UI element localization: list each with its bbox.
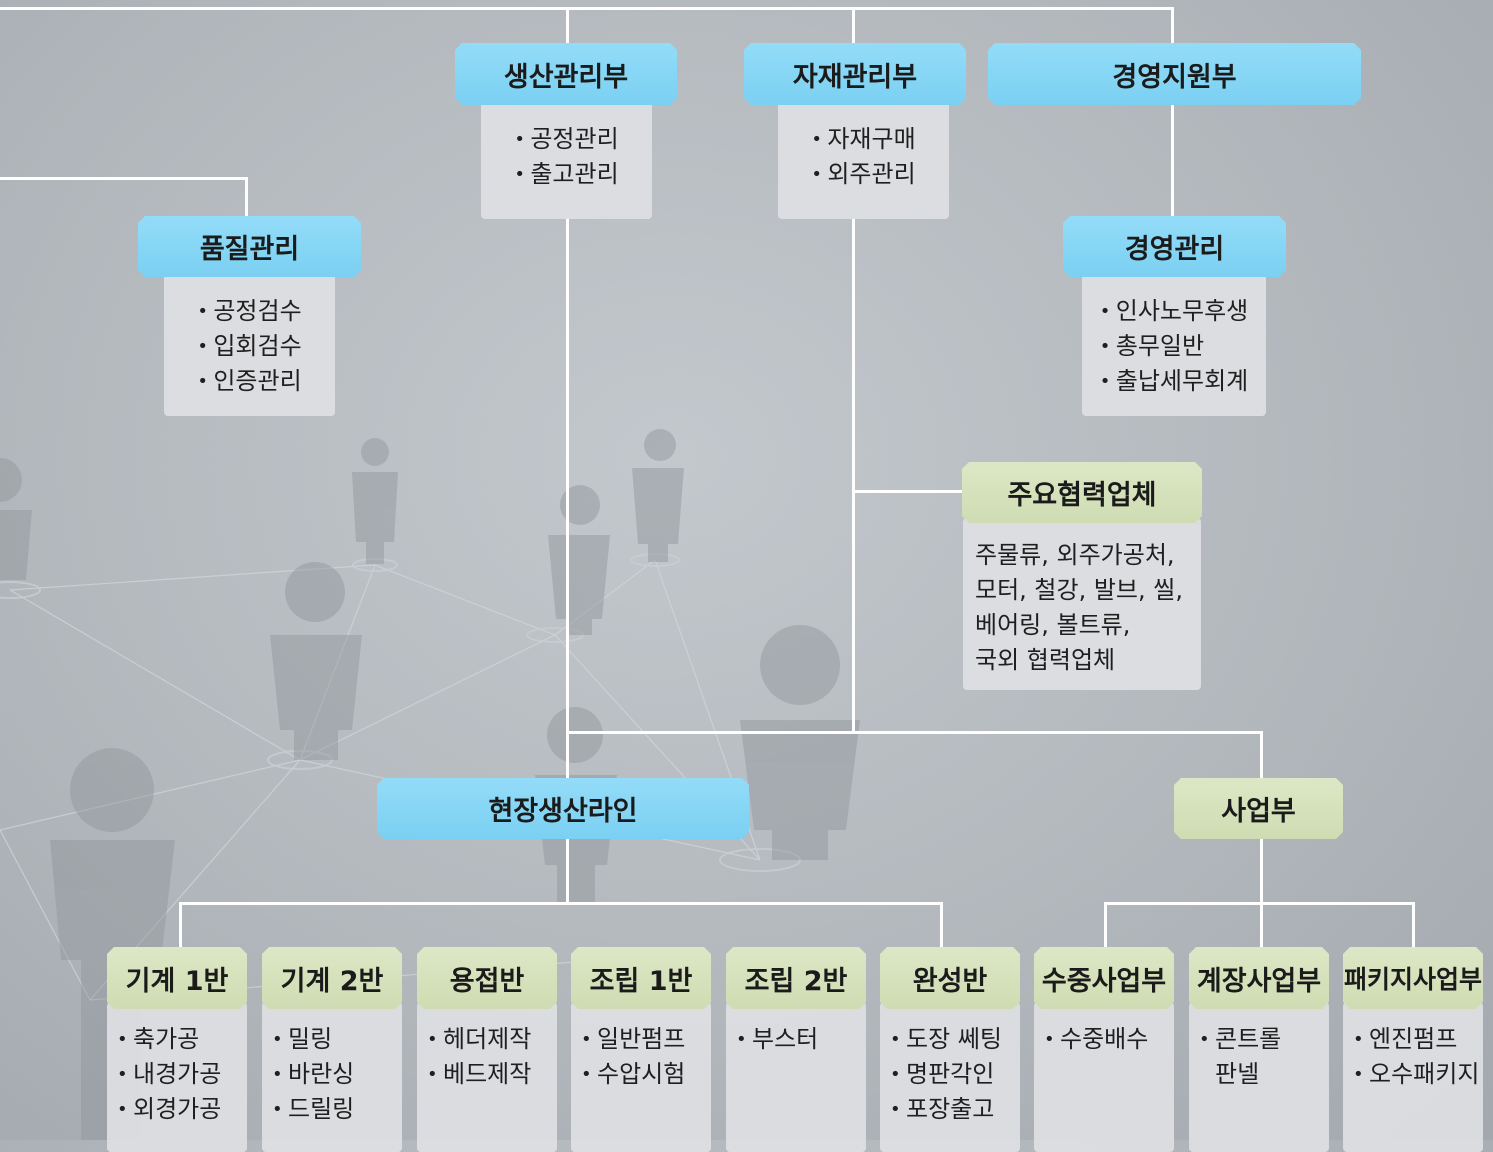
support-dept-title: 경영지원부 [1112, 61, 1237, 93]
team-finishing-panel: •도장 쎄팅 •명판각인 •포장출고 [880, 1002, 1020, 1152]
team-machine-1-list: •축가공 •내경가공 •외경가공 [117, 1022, 247, 1127]
list-item: •수압시험 [581, 1060, 686, 1088]
management-dept-list: •인사노무후생 •총무일반 •출납세무회계 [1100, 294, 1248, 399]
management-dept-box: 경영관리 [1063, 216, 1286, 277]
materials-dept-title: 자재관리부 [792, 61, 918, 93]
production-dept-list: •공정관리 •출고관리 [514, 122, 618, 192]
team-assembly-2-panel: •부스터 [726, 1002, 866, 1152]
team-assembly-1-list: •일반펌프 •수압시험 [581, 1022, 711, 1092]
list-item: •부스터 [736, 1025, 819, 1053]
management-dept-title: 경영관리 [1124, 234, 1225, 265]
production-dept-box: 생산관리부 [455, 43, 677, 105]
team-assembly-1-box: 조립 1반 [571, 947, 711, 1009]
team-package-business-panel: •엔진펌프 •오수패키지 [1343, 1002, 1483, 1152]
list-item: •명판각인 [890, 1060, 995, 1088]
team-machine-2-list: •밀링 •바란싱 •드릴링 [272, 1022, 402, 1127]
team-assembly-2-box: 조립 2반 [726, 947, 866, 1009]
team-finishing-title: 완성반 [912, 965, 988, 997]
list-item: •바란싱 [272, 1060, 355, 1088]
team-instrumentation-business-list: •콘트롤 •판넬 [1199, 1022, 1329, 1092]
list-item: •공정관리 [514, 125, 619, 153]
team-machine-2-box: 기계 2반 [262, 947, 402, 1009]
list-item: •인사노무후생 [1099, 297, 1249, 325]
list-item: •축가공 [117, 1025, 200, 1053]
quality-dept-title: 품질관리 [199, 234, 300, 265]
team-welding-panel: •헤더제작 •베드제작 [417, 1002, 557, 1152]
team-instrumentation-business-title: 계장사업부 [1196, 965, 1322, 997]
list-item: •밀링 [272, 1025, 333, 1053]
list-item: •베드제작 [427, 1060, 532, 1088]
team-machine-1-panel: •축가공 •내경가공 •외경가공 [107, 1002, 247, 1152]
team-submersible-business-list: •수중배수 [1044, 1022, 1174, 1057]
management-dept-panel: •인사노무후생 •총무일반 •출납세무회계 [1082, 272, 1266, 416]
business-box: 사업부 [1174, 778, 1343, 839]
quality-dept-list: •공정검수 •입회검수 •인증관리 [197, 294, 301, 399]
list-item: •공정검수 [197, 297, 302, 325]
list-item: •외경가공 [117, 1095, 222, 1123]
partners-box: 주요협력업체 [962, 462, 1202, 523]
team-assembly-2-title: 조립 2반 [744, 965, 848, 997]
support-dept-box: 경영지원부 [988, 43, 1361, 105]
list-item: •내경가공 [117, 1060, 222, 1088]
team-package-business-list: •엔진펌프 •오수패키지 [1353, 1022, 1483, 1092]
field-line-title: 현장생산라인 [488, 796, 638, 827]
team-welding-list: •헤더제작 •베드제작 [427, 1022, 557, 1092]
partners-line: 주물류, 외주가공처, [975, 541, 1175, 569]
list-item: •판넬 [1215, 1060, 1260, 1088]
partners-line: 베어링, 볼트류, [975, 611, 1131, 639]
team-submersible-business-box: 수중사업부 [1034, 947, 1174, 1009]
team-assembly-1-title: 조립 1반 [589, 965, 693, 997]
team-machine-1-box: 기계 1반 [107, 947, 247, 1009]
team-instrumentation-business-box: 계장사업부 [1189, 947, 1329, 1009]
list-item: •콘트롤 [1199, 1025, 1282, 1053]
production-dept-title: 생산관리부 [503, 61, 629, 93]
list-item: •출납세무회계 [1099, 367, 1249, 395]
list-item: •총무일반 [1099, 332, 1205, 360]
team-finishing-box: 완성반 [880, 947, 1020, 1009]
list-item: •엔진펌프 [1353, 1025, 1458, 1053]
team-welding-box: 용접반 [417, 947, 557, 1009]
list-item: •드릴링 [272, 1095, 355, 1123]
list-item: •인증관리 [197, 367, 302, 395]
partners-title: 주요협력업체 [1007, 480, 1157, 511]
list-item: •오수패키지 [1353, 1060, 1480, 1088]
partners-panel: 주물류, 외주가공처, 모터, 철강, 발브, 씰, 베어링, 볼트류, 국외 … [963, 518, 1201, 690]
materials-dept-panel: •자재구매 •외주관리 [778, 100, 949, 219]
field-line-box: 현장생산라인 [377, 778, 749, 839]
list-item: •포장출고 [890, 1095, 995, 1123]
production-dept-panel: •공정관리 •출고관리 [481, 100, 652, 219]
materials-dept-list: •자재구매 •외주관리 [811, 122, 915, 192]
list-item: •헤더제작 [427, 1025, 532, 1053]
team-machine-2-panel: •밀링 •바란싱 •드릴링 [262, 1002, 402, 1152]
partners-description: 주물류, 외주가공처, 모터, 철강, 발브, 씰, 베어링, 볼트류, 국외 … [963, 538, 1201, 678]
partners-line: 국외 협력업체 [975, 646, 1116, 674]
team-instrumentation-business-panel: •콘트롤 •판넬 [1189, 1002, 1329, 1152]
team-submersible-business-title: 수중사업부 [1041, 965, 1167, 997]
quality-dept-panel: •공정검수 •입회검수 •인증관리 [164, 272, 335, 416]
team-finishing-list: •도장 쎄팅 •명판각인 •포장출고 [890, 1022, 1020, 1127]
team-machine-1-title: 기계 1반 [125, 965, 229, 997]
team-assembly-2-list: •부스터 [736, 1022, 866, 1057]
list-item: •수중배수 [1044, 1025, 1149, 1053]
quality-dept-box: 품질관리 [138, 216, 361, 277]
list-item: •도장 쎄팅 [890, 1025, 1002, 1053]
team-package-business-box: 패키지사업부 [1343, 947, 1483, 1009]
list-item: •일반펌프 [581, 1025, 686, 1053]
list-item: •입회검수 [197, 332, 302, 360]
list-item: •출고관리 [514, 160, 619, 188]
partners-line: 모터, 철강, 발브, 씰, [975, 576, 1183, 604]
materials-dept-box: 자재관리부 [744, 43, 966, 105]
list-item: •자재구매 [811, 125, 916, 153]
team-machine-2-title: 기계 2반 [280, 965, 384, 997]
team-package-business-title: 패키지사업부 [1343, 965, 1482, 994]
list-item: •외주관리 [811, 160, 916, 188]
team-assembly-1-panel: •일반펌프 •수압시험 [571, 1002, 711, 1152]
team-submersible-business-panel: •수중배수 [1034, 1002, 1174, 1152]
business-title: 사업부 [1221, 796, 1296, 827]
team-welding-title: 용접반 [449, 965, 525, 997]
